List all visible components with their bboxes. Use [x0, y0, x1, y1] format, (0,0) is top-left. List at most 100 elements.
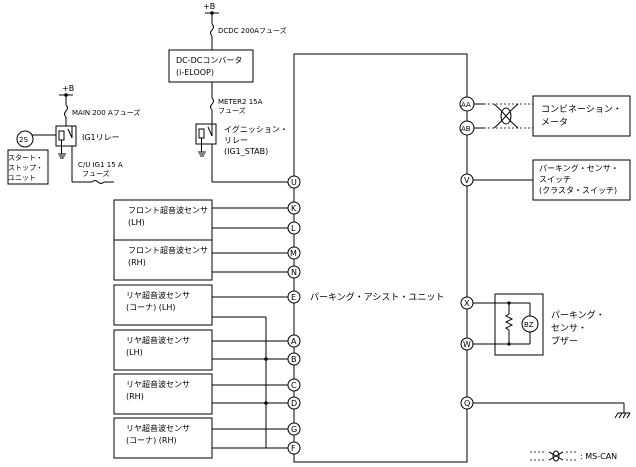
pin-aa: [459, 96, 475, 112]
pin-e-label: E: [291, 293, 296, 302]
pin-ab: [459, 120, 475, 136]
pin-k: [287, 201, 301, 215]
pin-v: [460, 173, 474, 187]
pin-e: [287, 290, 301, 304]
pin-aa-label: AA: [461, 101, 471, 109]
rear-corner-sensor-lh-box: [113, 284, 213, 326]
pin-a: [287, 334, 301, 348]
pin-g-label: G: [291, 425, 297, 434]
rear-corner-sensor-rh-box: [113, 417, 213, 459]
pin-g: [287, 422, 301, 436]
rear-sensor-rh-box: [113, 373, 213, 415]
pin-m: [287, 246, 301, 260]
parking-switch-label-2: スイッチ: [539, 175, 571, 184]
pin-l: [287, 221, 301, 235]
front-sensor-lh-name: フロント超音波センサ: [128, 205, 208, 215]
parking-assist-unit-label: パーキング・アシスト・ユニット: [310, 291, 444, 303]
pin-x-label: X: [464, 299, 470, 308]
parking-sensor-switch-box: [532, 159, 631, 201]
rear-sensor-lh-box: [113, 329, 213, 371]
main-supply: +B MAIN 200 Aフューズ: [59, 84, 140, 126]
meter2-fuse-label-1: METER2 15A: [218, 98, 263, 106]
pin-m-label: M: [290, 249, 297, 258]
ignition-relay-label-3: (IG1_STAB): [224, 147, 268, 156]
pin-b-label: B: [291, 355, 297, 364]
parking-switch-label-1: パーキング・センサ・: [539, 163, 619, 173]
meter2-fuse-label-2: フューズ: [218, 106, 246, 115]
cu-ig1-fuse-icon: [91, 180, 105, 184]
cu-ig1-fuse-label-2: フューズ: [82, 169, 110, 178]
rear-sensor-rh-name: リヤ超音波センサ: [126, 379, 190, 389]
rear-corner-sensor-rh-name: リヤ超音波センサ: [126, 423, 190, 433]
dcdc-converter-box: [168, 49, 254, 83]
pin-u-label: U: [291, 178, 297, 187]
front-sensor-rh-box: [113, 239, 213, 281]
parking-buzzer: BZ: [473, 293, 544, 356]
front-sensor-rh-name: フロント超音波センサ: [128, 245, 208, 255]
dcdc-converter-sub: (i-ELOOP): [176, 68, 214, 77]
pin-n-label: N: [291, 268, 297, 277]
main-fuse-icon: [64, 104, 68, 118]
pin-w: [460, 337, 474, 351]
dcdc-supply: +B DCDC 200Aフューズ: [203, 2, 287, 50]
ig1-relay-label: IG1リレー: [82, 133, 120, 142]
plus-b-label-top: +B: [203, 2, 215, 11]
plus-b-label-left: +B: [62, 84, 74, 93]
start-stop-label-3: ユニット: [8, 174, 36, 182]
pin-k-label: K: [291, 204, 297, 213]
pin-q-ground: [473, 402, 631, 419]
combination-meter-label-1: コンビネーション・: [541, 104, 622, 115]
meter2-fuse-icon: [210, 97, 214, 111]
combination-meter-label-2: メータ: [541, 117, 568, 128]
pin-q: [460, 396, 474, 410]
ms-can-lines: [473, 103, 533, 129]
dcdc-fuse-icon: [210, 23, 214, 37]
pin-d: [287, 396, 301, 410]
pin-a-label: A: [291, 337, 297, 346]
rear-sensor-rh-side: (RH): [126, 392, 144, 401]
legend-ms-can-label: : MS-CAN: [580, 452, 617, 461]
pin-u: [287, 175, 301, 189]
buzzer-label-3: ブザー: [551, 335, 578, 347]
pin-d-label: D: [291, 399, 297, 408]
start-stop-unit: 2S スタート・ ストップ・ ユニット: [7, 130, 56, 185]
pin-c: [287, 378, 301, 392]
cu-ig1-fuse-label-1: C/U IG1 15 A: [78, 161, 123, 169]
sensor-boxes: フロント超音波センサ (LH) フロント超音波センサ (RH) リヤ超音波センサ…: [113, 199, 213, 459]
buzzer-label-1: パーキング・: [551, 309, 605, 321]
pin-ab-label: AB: [461, 125, 471, 133]
start-stop-label-2: ストップ・: [8, 164, 43, 172]
dcdc-fuse-label: DCDC 200Aフューズ: [218, 26, 287, 35]
buzzer-symbol: BZ: [524, 321, 534, 329]
combination-meter-box: [532, 95, 631, 137]
pin-v-label: V: [464, 176, 470, 185]
parking-switch-label-3: (クラスタ・スイッチ): [539, 186, 617, 195]
pin-q-label: Q: [464, 399, 470, 408]
pin-f-label: F: [291, 444, 296, 453]
ignition-relay: [195, 123, 311, 183]
ignition-relay-label-1: イグニッション・: [224, 124, 288, 134]
main-fuse-label: MAIN 200 Aフューズ: [72, 108, 140, 117]
pin-x: [460, 296, 474, 310]
left-pins: U K L M N E A B C D G F: [287, 175, 301, 455]
rear-sensor-lh-side: (LH): [126, 348, 143, 357]
buzzer-icon: [521, 315, 539, 333]
twist-line-2: [493, 103, 519, 129]
dcdc-converter-name: DC-DCコンバータ: [176, 56, 242, 65]
right-pins: AA AB V X W Q: [459, 96, 475, 410]
pin-b: [287, 352, 301, 366]
start-stop-label-1: スタート・: [8, 153, 43, 162]
rear-corner-sensor-lh-name: リヤ超音波センサ: [126, 290, 190, 300]
pin-n: [287, 265, 301, 279]
parking-assist-unit-box: [293, 53, 468, 463]
sensor-wires: [212, 207, 288, 449]
pin-f: [287, 441, 301, 455]
pin-w-label: W: [463, 340, 471, 349]
pin-c-label: C: [291, 381, 297, 390]
rear-corner-sensor-lh-side: (コーナ) (LH): [126, 303, 176, 312]
legend: : MS-CAN: [530, 450, 617, 462]
rear-sensor-lh-name: リヤ超音波センサ: [126, 335, 190, 345]
ig1-relay: [55, 125, 77, 159]
pin-l-label: L: [291, 224, 296, 233]
